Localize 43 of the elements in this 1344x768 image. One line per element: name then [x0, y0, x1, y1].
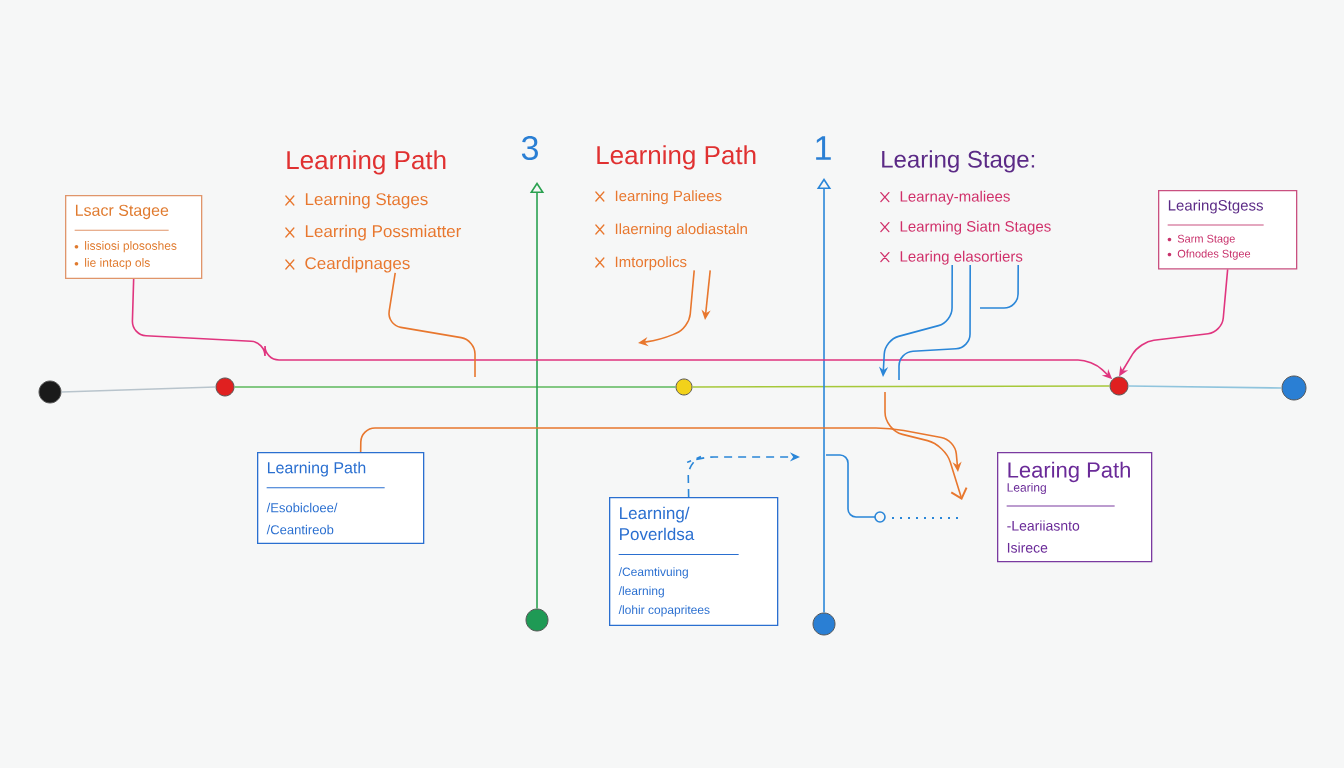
list-item: Iearning Paliees [595, 190, 722, 205]
subheading-text: Learing [1007, 482, 1046, 495]
list-item: lie intacp ols [74, 258, 150, 270]
heading-text: Learing Stage: [882, 150, 1035, 173]
list-item: lissiosi plososhes [74, 241, 177, 253]
heading-text: Learning/ Poverldsa [620, 506, 695, 541]
list-item: Sarm Stage [1167, 234, 1235, 245]
note-box [65, 195, 203, 279]
list-item: Learing elasortiers [880, 250, 1023, 265]
list-item: /Ceantireob [266, 524, 334, 535]
magnet-pin [525, 608, 549, 632]
list-item: Isirece [1007, 542, 1048, 553]
list-item: Learming Siatn Stages [880, 220, 1051, 235]
list-item: /Ceamtivuing [618, 567, 688, 579]
magnet-pin [675, 378, 693, 396]
list-item: -Leariiasnto [1007, 520, 1080, 531]
heading-text: Learning Path [597, 145, 756, 170]
magnet-pin [1281, 375, 1307, 401]
note-box [609, 497, 779, 627]
magnet-pin [1109, 376, 1129, 396]
note-box [1158, 190, 1298, 270]
heading-text: Learing Path [1008, 461, 1130, 483]
note-box [257, 452, 425, 544]
heading-text: LearingStgess [1168, 199, 1263, 214]
heading-text: Lsacr Stagee [76, 204, 169, 220]
list-item: Ilaerning alodiastaln [595, 223, 747, 238]
list-item: Learning Stages [285, 192, 428, 209]
list-item: Ceardipnages [285, 256, 410, 273]
magnet-pin [215, 377, 235, 397]
list-item: Imtorpolics [595, 256, 687, 271]
magnet-pin [38, 380, 62, 404]
list-item: Ofnodes Stgee [1167, 249, 1251, 260]
step-number: 1 [816, 136, 831, 160]
list-item: /lohir copapritees [618, 605, 710, 617]
magnet-pin [812, 612, 836, 636]
list-item: Learring Possmiatter [285, 224, 462, 241]
step-number: 3 [521, 135, 538, 160]
list-item: Learnay-maliees [880, 190, 1010, 205]
list-item: /learning [618, 586, 664, 598]
note-box [997, 452, 1153, 563]
list-item: /Esobicloee/ [266, 502, 338, 513]
heading-text: Learning Path [287, 150, 446, 175]
heading-text: Learning Path [268, 461, 366, 477]
